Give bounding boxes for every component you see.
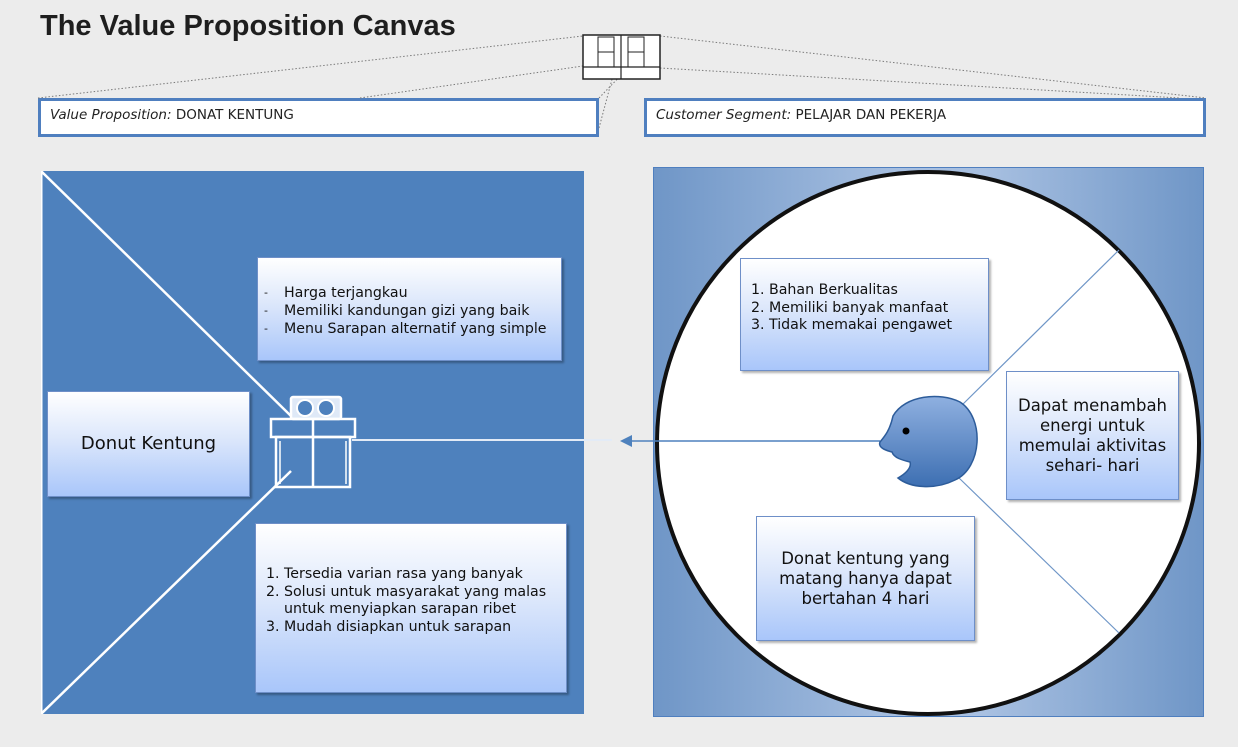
value-map-diagonals: [41, 171, 292, 714]
gain-creators-card[interactable]: Harga terjangkauMemiliki kandungan gizi …: [257, 257, 562, 361]
pains-text: Donat kentung yang matang hanya dapat be…: [779, 548, 952, 608]
product-name: Donut Kentung: [80, 433, 217, 454]
list-item: Solusi untuk masyarakat yang malas untuk…: [284, 584, 556, 619]
value-proposition-label: Value Proposition:: [50, 107, 172, 123]
pains-card[interactable]: Donat kentung yang matang hanya dapat be…: [756, 516, 975, 641]
list-item: Mudah disiapkan untuk sarapan: [284, 619, 556, 637]
customer-segment-field[interactable]: Customer Segment: PELAJAR DAN PEKERJA: [644, 98, 1206, 137]
list-item: Memiliki banyak manfaat: [769, 300, 988, 318]
list-item: Memiliki kandungan gizi yang baik: [258, 302, 561, 320]
pain-relievers-card[interactable]: Tersedia varian rasa yang banyakSolusi u…: [255, 523, 567, 693]
value-proposition-value: DONAT KENTUNG: [175, 107, 294, 123]
list-item: Tidak memakai pengawet: [769, 317, 988, 335]
gain-creators-list: Harga terjangkauMemiliki kandungan gizi …: [258, 284, 561, 338]
gains-card[interactable]: Bahan BerkualitasMemiliki banyak manfaat…: [740, 258, 989, 371]
pain-relievers-list: Tersedia varian rasa yang banyakSolusi u…: [256, 566, 556, 636]
customer-segment-value: PELAJAR DAN PEKERJA: [795, 107, 947, 123]
gains-list: Bahan BerkualitasMemiliki banyak manfaat…: [741, 282, 988, 335]
list-item: Tersedia varian rasa yang banyak: [284, 566, 556, 584]
page-title: The Value Proposition Canvas: [40, 10, 456, 42]
product-card[interactable]: Donut Kentung: [47, 391, 250, 497]
canvas-thumbnail-icon[interactable]: [582, 34, 661, 80]
customer-jobs-card[interactable]: Dapat menambah energi untuk memulai akti…: [1006, 371, 1179, 500]
list-item: Menu Sarapan alternatif yang simple: [258, 320, 561, 338]
list-item: Harga terjangkau: [258, 284, 561, 302]
fit-arrow-head: [620, 435, 632, 447]
customer-segment-label: Customer Segment:: [656, 107, 792, 123]
customer-jobs-text: Dapat menambah energi untuk memulai akti…: [1017, 395, 1168, 475]
list-item: Bahan Berkualitas: [769, 282, 988, 300]
value-proposition-field[interactable]: Value Proposition: DONAT KENTUNG: [38, 98, 599, 137]
